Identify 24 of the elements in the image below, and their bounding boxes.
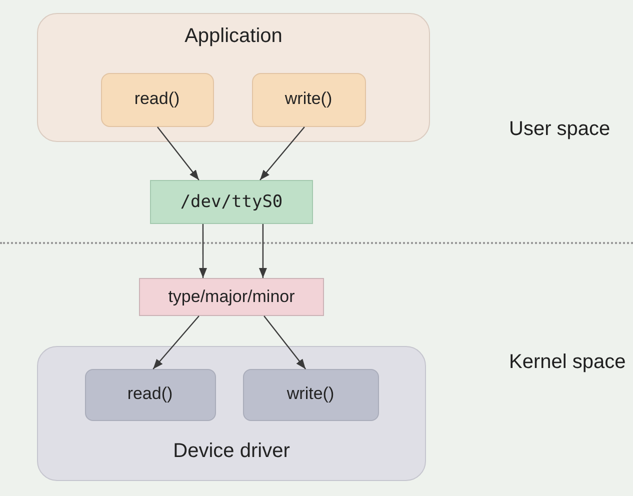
function-box	[84, 368, 216, 420]
arrow	[260, 126, 305, 180]
arrow	[199, 224, 207, 278]
arrow	[264, 316, 306, 370]
region-label: User space	[509, 117, 610, 141]
arrow	[157, 126, 200, 180]
group-panel	[37, 346, 426, 481]
node-label: read()	[127, 384, 173, 405]
function-box	[252, 72, 366, 126]
arrow	[152, 316, 200, 370]
device-number-box	[139, 278, 324, 316]
node-label: write()	[286, 384, 334, 405]
group-panel	[37, 13, 430, 142]
node-label: read()	[134, 89, 180, 110]
function-box	[100, 72, 214, 126]
device-file-box	[150, 180, 313, 224]
panel-title: Application	[184, 24, 282, 48]
node-label: write()	[284, 89, 332, 110]
function-box	[242, 368, 378, 420]
panel-title: Device driver	[173, 439, 290, 463]
node-label: type/major/minor	[168, 286, 295, 308]
arrow	[258, 224, 267, 278]
region-label: Kernel space	[509, 350, 626, 374]
node-label: /dev/ttyS0	[180, 192, 283, 212]
